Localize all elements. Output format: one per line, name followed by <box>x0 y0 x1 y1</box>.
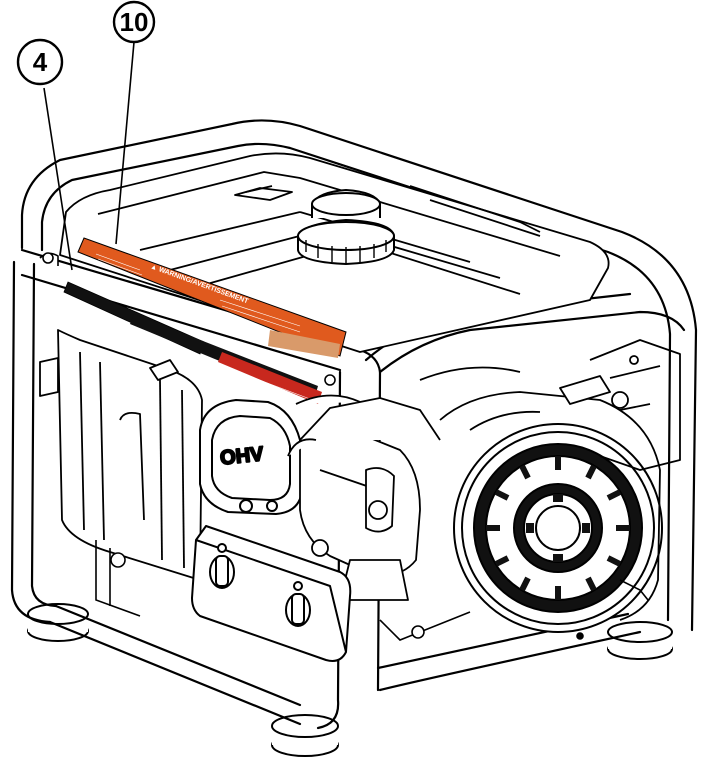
leader-line-4 <box>43 87 73 271</box>
foot-front-center <box>271 714 339 757</box>
valve-cover: OHV <box>199 399 303 515</box>
tubular-frame <box>10 119 698 730</box>
ohv-badge: OHV <box>219 443 265 469</box>
lower-frame-details <box>39 252 649 641</box>
leader-line-10 <box>115 41 135 245</box>
callout-4: 4 <box>16 38 64 86</box>
foot-rear-right <box>607 621 673 660</box>
alternator <box>419 339 681 621</box>
callout-number-10: 10 <box>120 7 149 37</box>
red-decal <box>218 352 322 404</box>
choke-knob <box>285 581 311 627</box>
callout-circle-4 <box>16 38 64 86</box>
fuel-cap <box>297 188 395 266</box>
fuel-valve-knob <box>209 543 235 589</box>
front-rail-decals <box>63 281 322 404</box>
callout-circle-10 <box>112 0 156 44</box>
recoil-starter <box>453 423 663 633</box>
foot-front-left <box>27 603 89 642</box>
control-panel <box>191 525 352 662</box>
callout-10: 10 <box>112 0 156 44</box>
engine-shroud <box>39 329 203 581</box>
decal-blurred-area <box>268 330 340 358</box>
generator-feet <box>27 603 673 757</box>
callout-number-4: 4 <box>33 47 48 77</box>
callout-leaders <box>43 41 135 271</box>
engine-center <box>287 394 441 601</box>
